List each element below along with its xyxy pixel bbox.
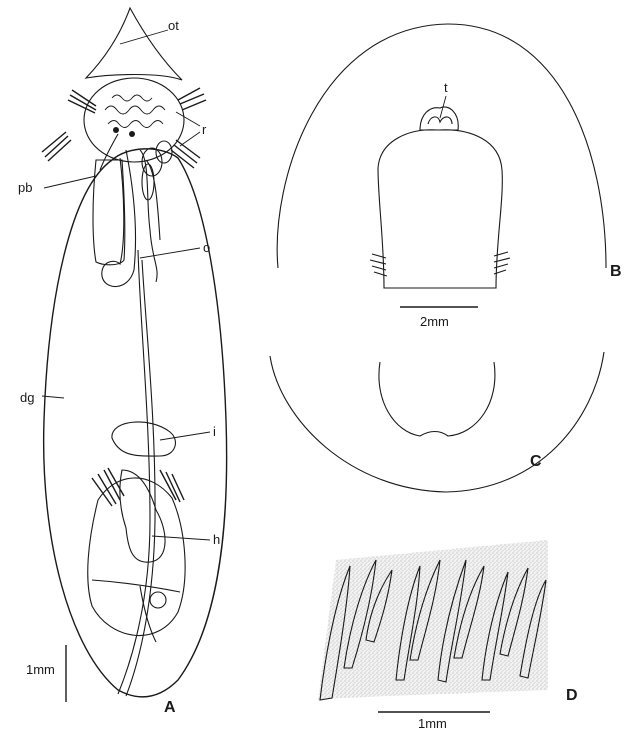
label-h: h — [213, 532, 220, 547]
label-i: i — [213, 424, 216, 439]
pericardium — [88, 478, 185, 636]
duct-loop — [140, 150, 160, 282]
panel-label-c: C — [530, 453, 542, 470]
leader-h — [152, 536, 210, 540]
anal-pore — [150, 592, 166, 608]
scale-label-a: 1mm — [26, 662, 55, 677]
label-pb: pb — [18, 180, 32, 195]
leader-i — [160, 432, 210, 440]
oral-disc-outline-c — [270, 352, 604, 492]
panel-b: t 2mm B — [277, 24, 621, 329]
head-body-b — [378, 130, 502, 288]
leader-r — [176, 112, 200, 146]
rhinophore-tuft-left — [42, 90, 96, 161]
panel-d: 1mm D — [318, 540, 578, 730]
brain-convolutions — [105, 95, 165, 128]
label-r: r — [202, 122, 207, 137]
panel-label-d: D — [566, 687, 578, 704]
label-dg: dg — [20, 390, 34, 405]
panel-label-b: B — [610, 263, 622, 280]
scale-label-d: 1mm — [418, 716, 447, 730]
oviduct — [102, 150, 136, 287]
scale-label-b: 2mm — [420, 314, 449, 329]
penis-bulb — [93, 160, 125, 265]
head-body-c — [379, 362, 495, 436]
leader-pb — [44, 176, 96, 188]
duct-small — [100, 134, 118, 170]
panel-c: C — [270, 352, 604, 492]
posterior-tuft-left — [92, 468, 124, 506]
pericardium-inner — [92, 580, 180, 642]
eye-spot-left — [113, 127, 119, 133]
label-ot: ot — [168, 18, 179, 33]
panel-label-a: A — [164, 699, 176, 716]
spicules-b-left — [370, 254, 387, 276]
heart — [120, 470, 165, 562]
leader-o — [140, 248, 200, 258]
panel-a: ot r pb o dg i h 1mm A — [18, 8, 227, 716]
label-o: o — [203, 240, 210, 255]
eye-spot-right — [129, 131, 135, 137]
radula-base — [318, 540, 548, 700]
oral-disc-outline-b — [277, 24, 606, 268]
label-t: t — [444, 80, 448, 95]
